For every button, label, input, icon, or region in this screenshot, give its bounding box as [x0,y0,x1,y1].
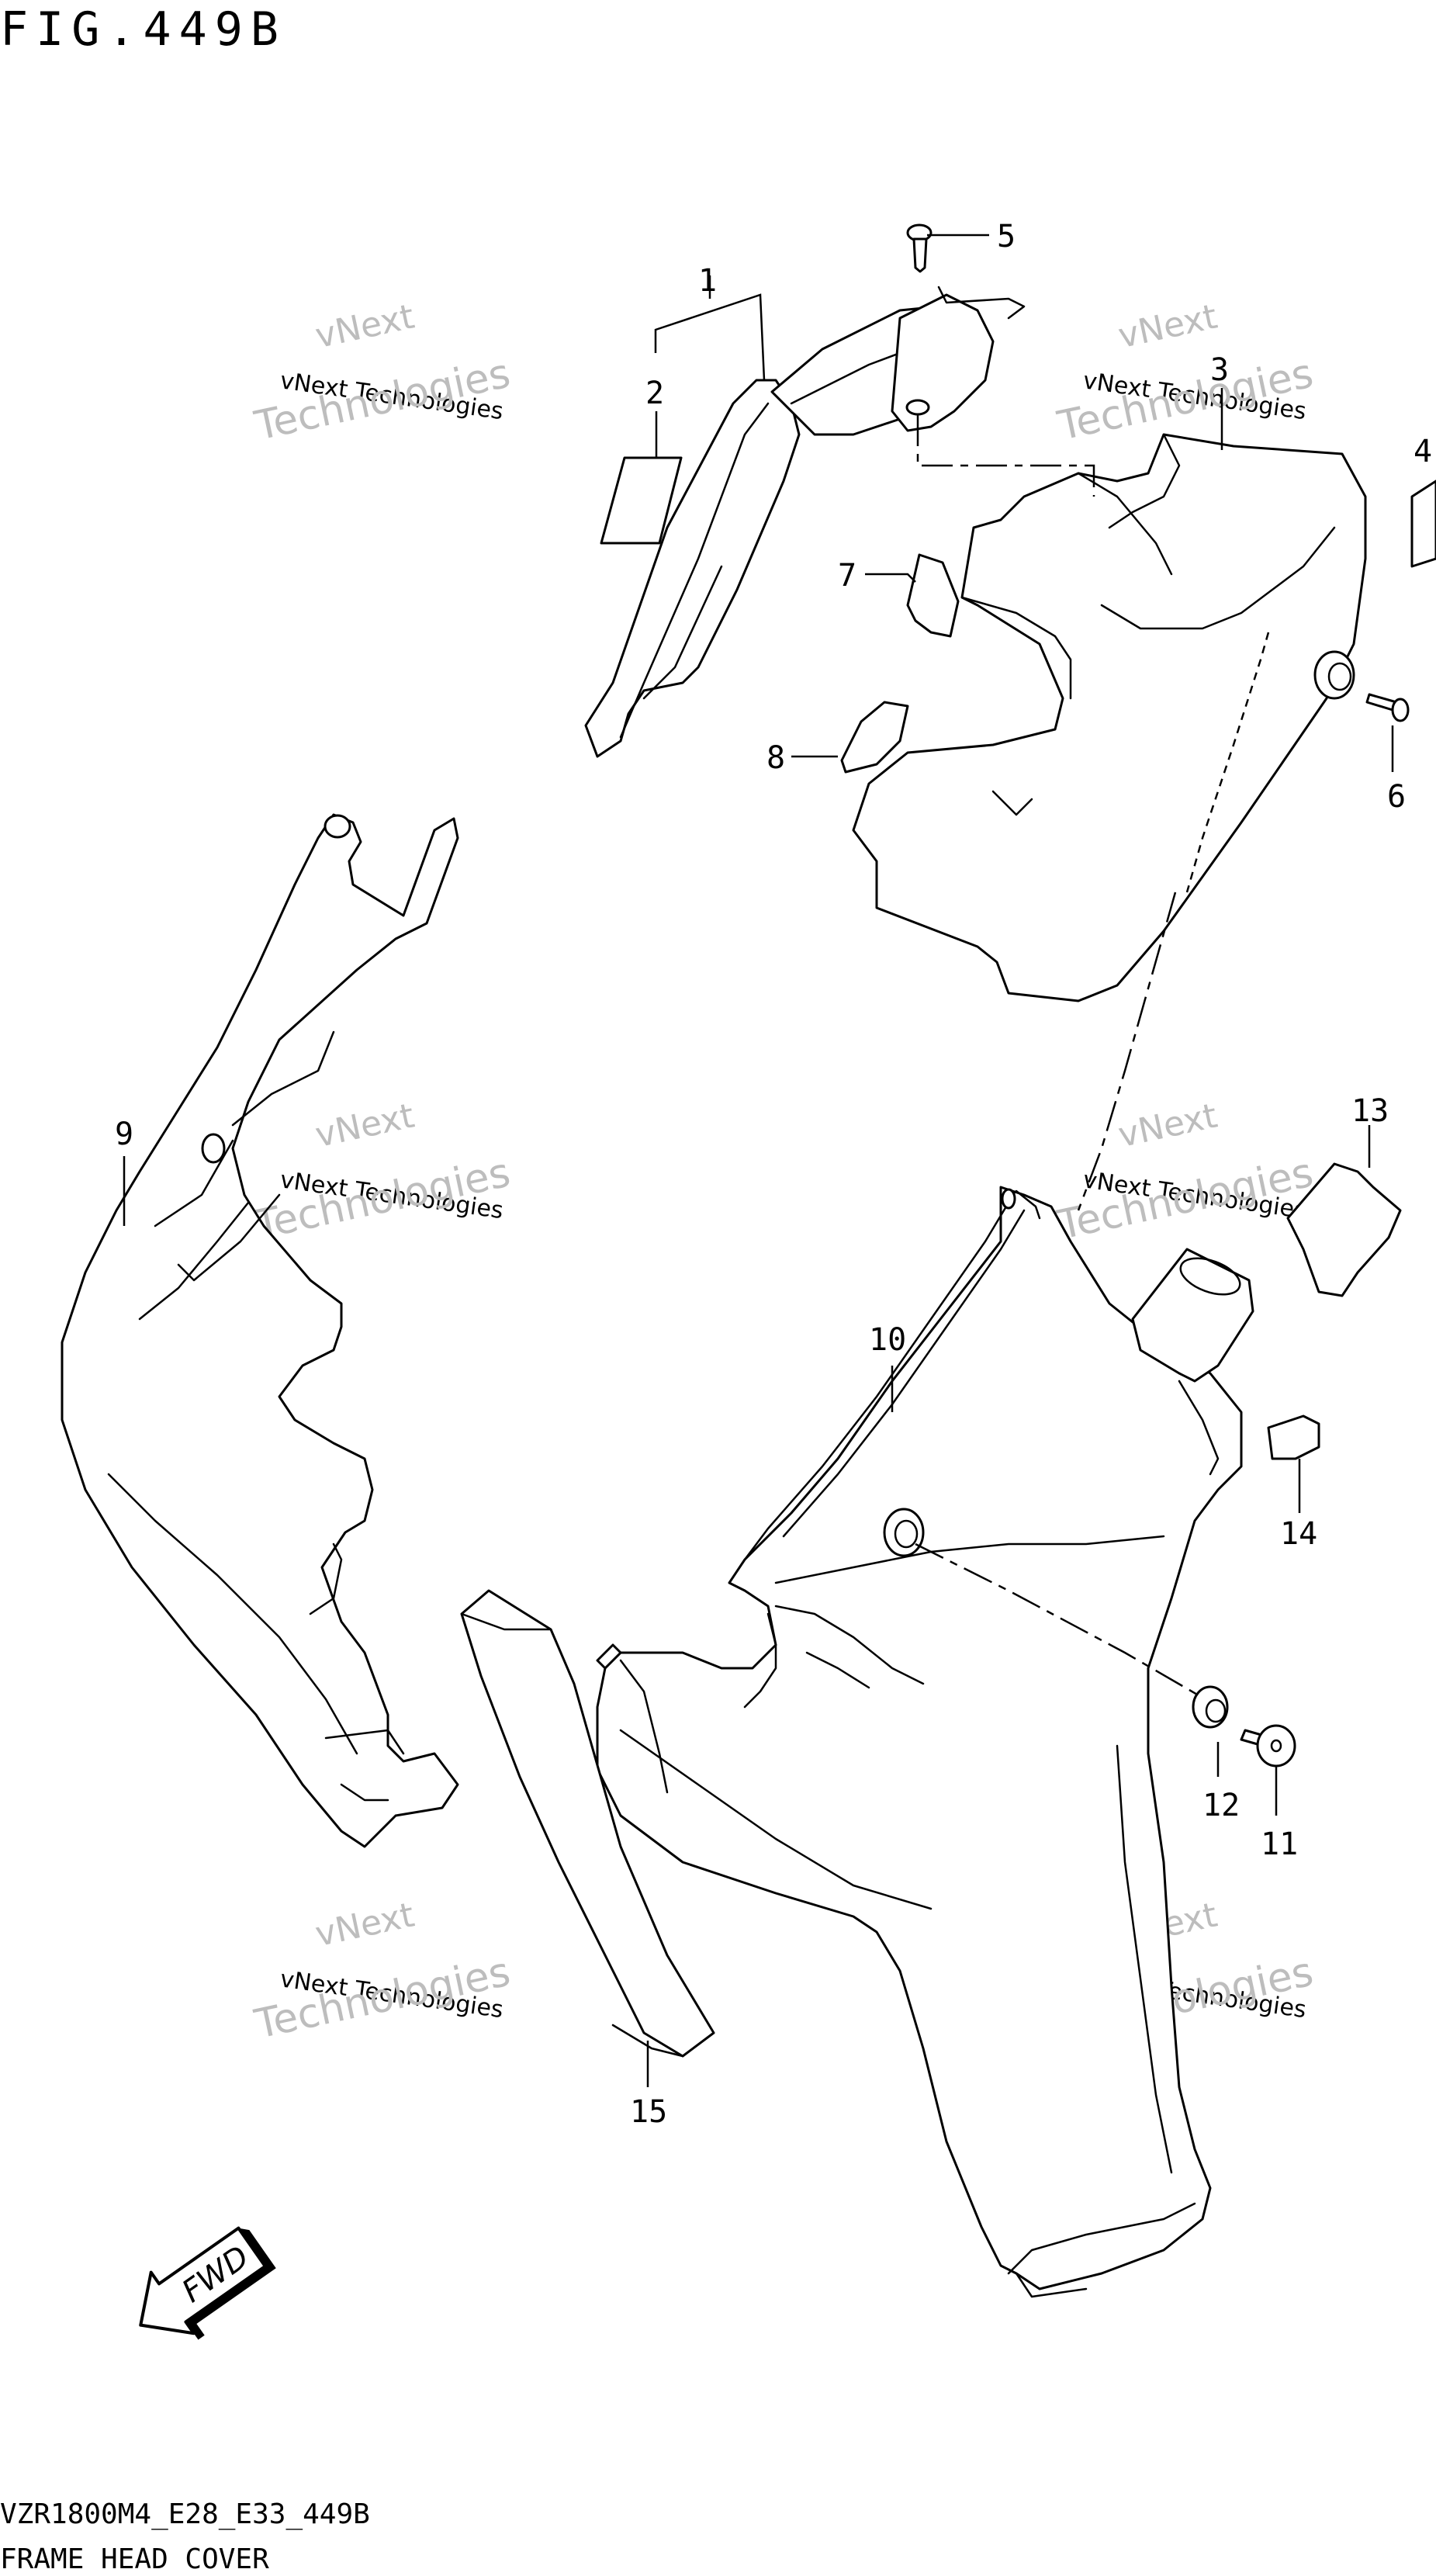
callout-14: 14 [1280,1516,1317,1552]
callout-12: 12 [1202,1788,1240,1823]
watermark: vNext Technologies vNext Technologies [251,1096,514,1249]
grommet-12 [1192,1685,1229,1729]
svg-text:vNext: vNext [1115,1096,1220,1156]
svg-text:vNext: vNext [1115,297,1220,357]
watermark: vNext Technologies vNext Technologies [1054,297,1317,450]
callout-1: 1 [698,263,717,299]
svg-text:vNext: vNext [312,1896,417,1955]
callout-7: 7 [838,558,856,594]
part-upper-clip [891,286,1026,432]
part-9-side-cover [61,813,459,1848]
figure-title: FIG.449B [0,2,286,57]
callout-labels: 1 2 3 4 5 6 7 8 9 10 11 12 13 14 15 [115,219,1432,2130]
callout-13: 13 [1351,1093,1389,1129]
svg-text:Technologies: Technologies [251,1949,514,2048]
callout-15: 15 [630,2094,667,2130]
screw-5 [906,223,933,273]
callout-9: 9 [115,1117,133,1152]
svg-text:Technologies: Technologies [251,1150,514,1249]
svg-text:Technologies: Technologies [1054,351,1317,450]
svg-text:Technologies: Technologies [1054,1150,1317,1249]
watermark: vNext Technologies vNext Technologies [251,1896,514,2048]
part-14-pad [1267,1414,1320,1460]
fwd-arrow: FWD [139,2226,276,2340]
part-3-upper-cover [852,433,1367,1002]
part-10-main-cover [596,1186,1254,2298]
callout-10: 10 [869,1322,906,1358]
figure-code: VZR1800M4_E28_E33_449B [0,2498,370,2530]
callout-11: 11 [1261,1826,1298,1862]
part-15-strip [460,1589,715,2058]
callout-2: 2 [645,376,664,411]
svg-text:vNext: vNext [312,1096,417,1156]
part-4-tab [1410,480,1436,568]
figure-name: FRAME HEAD COVER [0,2543,269,2575]
leader-lines [123,234,1394,2087]
screw-11 [1240,1724,1296,1768]
callout-4: 4 [1414,434,1432,469]
screw-6 [1365,693,1410,722]
callout-5: 5 [997,219,1016,254]
part-13-pad [1286,1162,1402,1297]
part-2-label [600,456,683,545]
svg-text:Technologies: Technologies [251,351,514,450]
svg-text:vNext: vNext [312,297,417,357]
callout-8: 8 [766,740,785,776]
part-7-pad [906,553,960,638]
watermark: vNext Technologies vNext Technologies [251,297,514,450]
callout-6: 6 [1387,779,1406,815]
part-8-pad [840,701,909,774]
callout-3: 3 [1210,352,1229,388]
